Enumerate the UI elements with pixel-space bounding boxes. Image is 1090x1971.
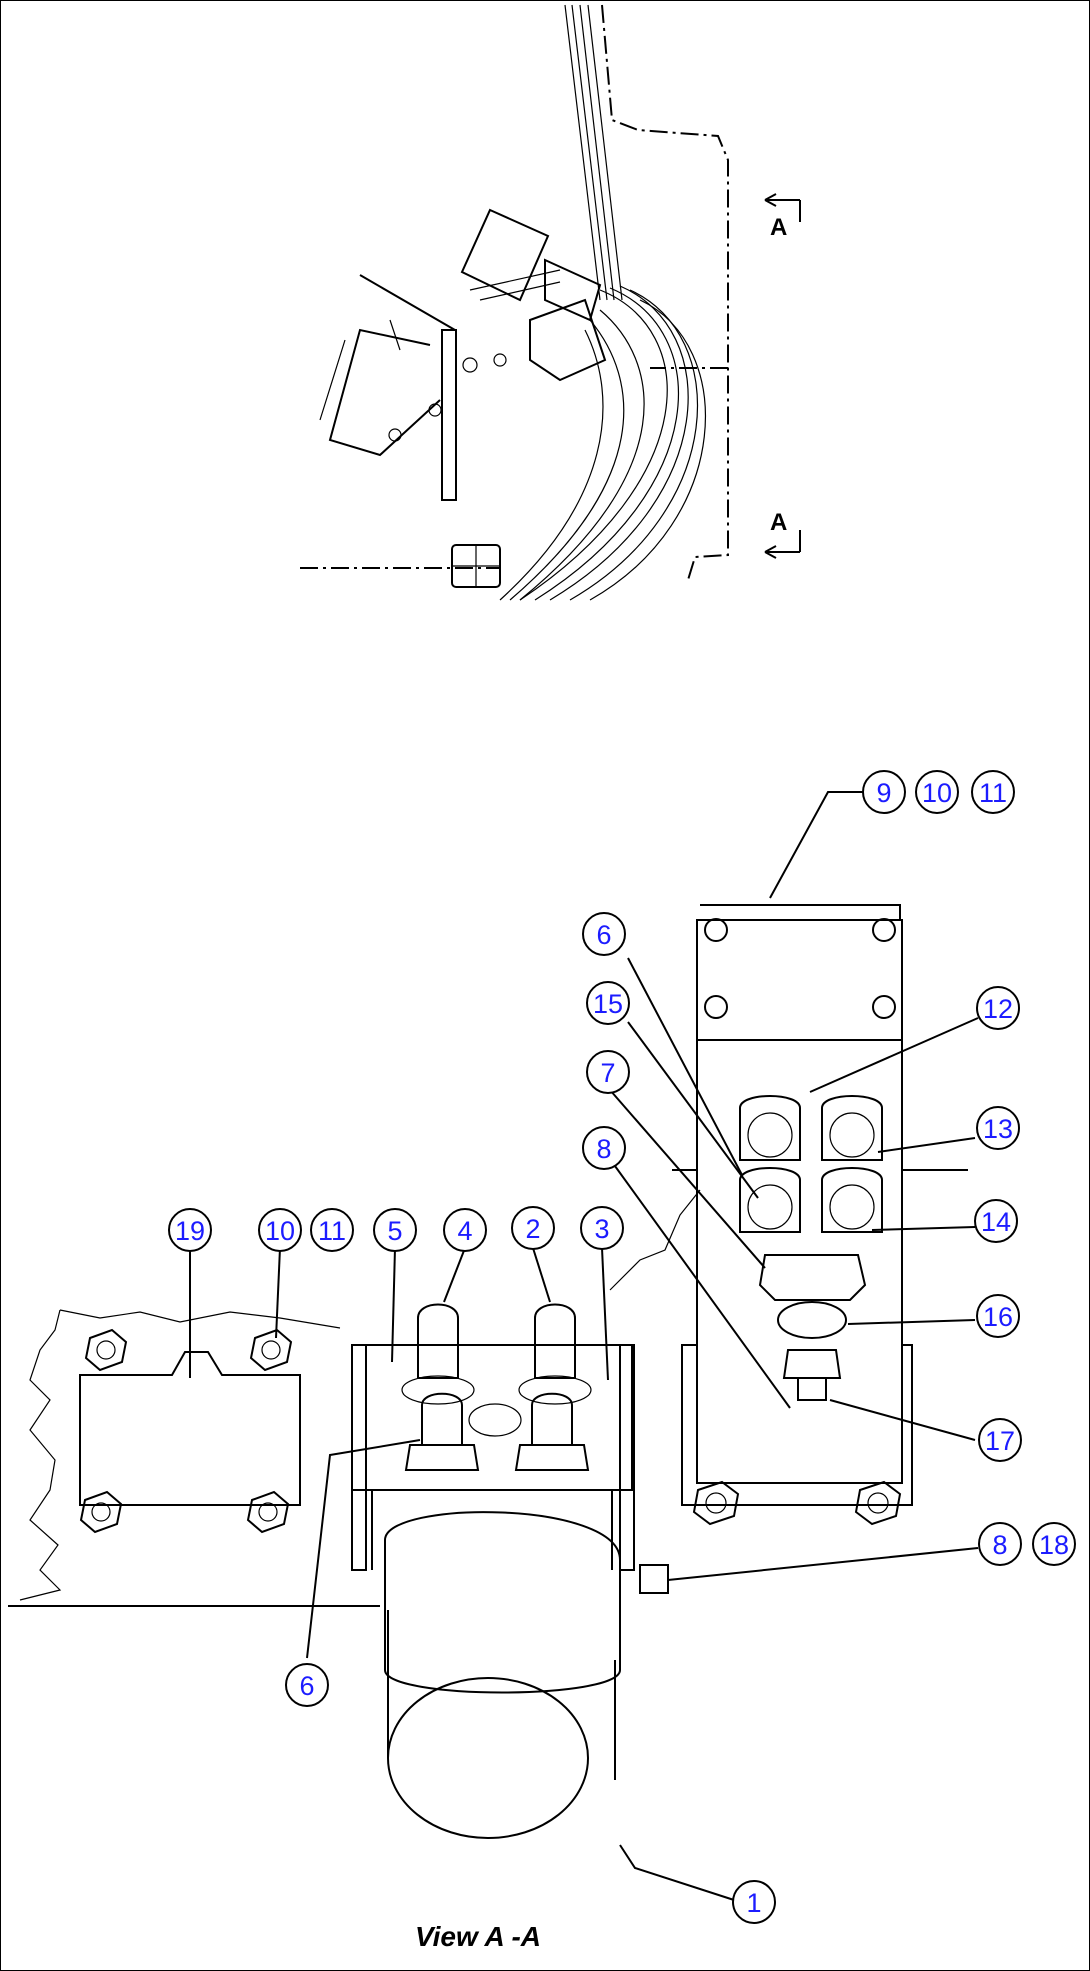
callout-balloons: 9 10 11 6 15 12 7 13 8 14 16 17 8 18 19 … [168, 770, 1076, 1924]
svg-text:8: 8 [992, 1530, 1007, 1560]
overview-view: A A [300, 4, 801, 601]
balloon-19: 19 [168, 1208, 212, 1252]
valve-fitting-15 [739, 1167, 801, 1233]
hex-nut [246, 1490, 290, 1534]
svg-text:4: 4 [457, 1216, 472, 1246]
hex-nut [79, 1490, 123, 1534]
fitting-6 [404, 1392, 480, 1471]
svg-text:17: 17 [985, 1426, 1015, 1456]
svg-text:6: 6 [596, 920, 611, 950]
svg-text:10: 10 [265, 1216, 295, 1246]
balloon-16: 16 [976, 1294, 1020, 1338]
svg-text:19: 19 [175, 1216, 205, 1246]
valve-fitting-14 [821, 1167, 883, 1233]
svg-text:9: 9 [876, 778, 891, 808]
balloon-18: 18 [1032, 1522, 1076, 1566]
balloon-5: 5 [373, 1208, 417, 1252]
hex-nut [692, 1480, 740, 1526]
fitting-3 [514, 1392, 590, 1471]
hex-nut [854, 1480, 902, 1526]
svg-text:8: 8 [596, 1134, 611, 1164]
balloon-11b: 11 [310, 1208, 354, 1252]
balloon-6: 6 [582, 912, 626, 956]
balloon-6b: 6 [285, 1663, 329, 1707]
svg-text:14: 14 [981, 1207, 1011, 1237]
svg-text:10: 10 [922, 778, 952, 808]
balloon-10b: 10 [258, 1208, 302, 1252]
view-caption: View A -A [415, 1921, 541, 1952]
section-mark-bottom: A [770, 509, 787, 536]
fitting-2 [518, 1303, 592, 1405]
balloon-14: 14 [974, 1199, 1018, 1243]
svg-text:1: 1 [746, 1888, 761, 1918]
balloon-4: 4 [443, 1208, 487, 1252]
balloon-17: 17 [978, 1418, 1022, 1462]
fitting-4 [401, 1303, 475, 1405]
balloon-15: 15 [586, 981, 630, 1025]
svg-text:6: 6 [299, 1671, 314, 1701]
svg-text:5: 5 [387, 1216, 402, 1246]
balloon-1: 1 [732, 1880, 776, 1924]
svg-text:16: 16 [983, 1302, 1013, 1332]
svg-text:7: 7 [600, 1058, 615, 1088]
svg-text:3: 3 [594, 1214, 609, 1244]
balloon-11: 11 [971, 770, 1015, 814]
hex-nut [249, 1328, 293, 1372]
hex-nut [84, 1328, 128, 1372]
valve-fitting-17 [782, 1349, 842, 1401]
svg-text:11: 11 [318, 1216, 346, 1246]
svg-text:18: 18 [1039, 1530, 1069, 1560]
svg-text:11: 11 [979, 778, 1007, 808]
balloon-10: 10 [915, 770, 959, 814]
section-view [8, 904, 968, 1839]
balloon-9: 9 [862, 770, 906, 814]
balloon-12: 12 [976, 986, 1020, 1030]
section-mark-top: A [770, 214, 787, 241]
valve-fitting-16 [758, 1254, 867, 1339]
svg-text:15: 15 [593, 989, 623, 1019]
svg-text:13: 13 [983, 1114, 1013, 1144]
valve-fitting-12 [739, 1095, 801, 1161]
leader-lines [189, 791, 979, 1901]
balloon-8: 8 [582, 1126, 626, 1170]
balloon-7: 7 [586, 1050, 630, 1094]
svg-text:2: 2 [525, 1214, 540, 1244]
balloon-2: 2 [511, 1206, 555, 1250]
balloon-8b: 8 [978, 1522, 1022, 1566]
svg-text:12: 12 [983, 994, 1013, 1024]
balloon-3: 3 [580, 1206, 624, 1250]
balloon-13: 13 [976, 1106, 1020, 1150]
valve-fitting-13 [821, 1095, 883, 1161]
